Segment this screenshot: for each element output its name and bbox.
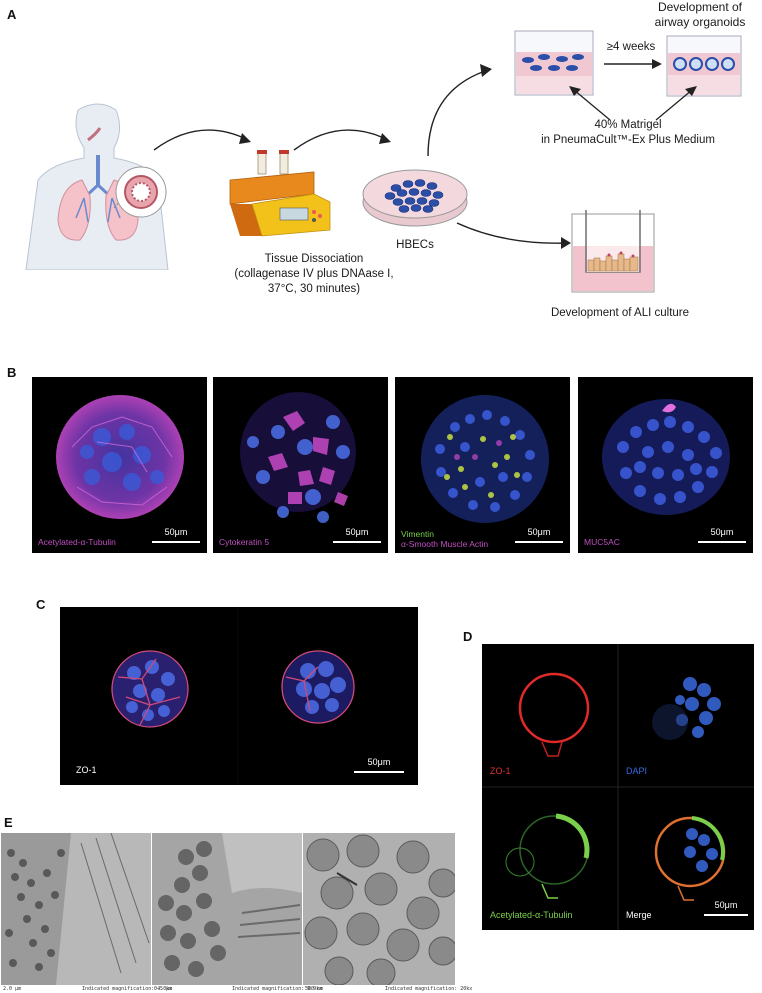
d-scale-label: 50μm	[714, 900, 738, 910]
panel-label-b: B	[7, 365, 17, 380]
e2-scale: 0.5 μm	[154, 986, 173, 992]
b4-scale-label: 50μm	[710, 527, 734, 537]
d-scale-bar	[704, 914, 748, 916]
b-acetylated-tubulin-image: Acetylated-α-Tubulin 50μm	[32, 377, 207, 553]
panel-label-a: A	[7, 7, 17, 22]
d-zo1-label: ZO-1	[490, 766, 511, 776]
d-confocal-grid: ZO-1 DAPI Acetylated-α-Tubulin Merge 50μ…	[482, 644, 754, 930]
b3-scale-bar	[515, 541, 563, 543]
e-tem-image-3	[303, 833, 455, 985]
c-stain-label: ZO-1	[76, 765, 97, 775]
b3-scale-label: 50μm	[527, 527, 551, 537]
b1-stain-label: Acetylated-α-Tubulin	[38, 537, 116, 547]
e2-magnification: Indicated magnification: 9.9kx	[232, 986, 323, 992]
b3-stain-label-2: α-Smooth Muscle Actin	[401, 539, 489, 549]
arrow-weeks	[602, 57, 664, 71]
b-muc5ac-image: MUC5AC 50μm	[578, 377, 753, 553]
b-vimentin-sma-image: Vimentin α-Smooth Muscle Actin 50μm	[395, 377, 570, 553]
tissue-dissociation-caption: Tissue Dissociation (collagenase IV plus…	[234, 253, 394, 295]
arrow-to-matrigel-well	[418, 60, 498, 160]
ali-caption: Development of ALI culture	[550, 307, 690, 319]
hbecs-caption: HBECs	[396, 239, 434, 251]
matrigel-well-illustration	[514, 30, 594, 96]
b4-scale-bar	[698, 541, 746, 543]
e1-scale: 2.0 μm	[3, 986, 22, 992]
d-dapi-label: DAPI	[626, 766, 648, 776]
d-merge-label: Merge	[626, 910, 652, 920]
arrow-to-hbecs	[290, 118, 400, 158]
weeks-caption: ≥4 weeks	[606, 41, 656, 53]
matrigel-caption: 40% Matrigel in PneumaCult™-Ex Plus Medi…	[541, 119, 715, 146]
e-tem-image-1	[1, 833, 151, 985]
c-zo1-image: ZO-1 50μm	[60, 607, 418, 785]
panel-label-d: D	[463, 629, 473, 644]
tissue-dissociator-illustration	[222, 150, 337, 240]
arrow-to-dissociation	[150, 118, 260, 158]
b1-scale-bar	[152, 541, 200, 543]
bronchus-cross-section-icon	[114, 165, 168, 219]
b2-stain-label: Cytokeratin 5	[219, 537, 270, 547]
c-scale-bar	[354, 771, 404, 773]
e1-magnification: Indicated magnification: 4.0kx	[82, 986, 173, 992]
b4-stain-label: MUC5AC	[584, 537, 620, 547]
matrigel-arrows	[560, 82, 710, 124]
panel-label-e: E	[4, 815, 13, 830]
b-cytokeratin5-image: Cytokeratin 5 50μm	[213, 377, 388, 553]
panel-label-c: C	[36, 597, 46, 612]
human-lungs-illustration	[18, 100, 178, 270]
c-scale-label: 50μm	[367, 757, 391, 767]
b1-scale-label: 50μm	[164, 527, 188, 537]
arrow-to-ali	[455, 215, 575, 255]
b2-scale-label: 50μm	[345, 527, 369, 537]
ali-transwell-illustration	[568, 208, 658, 294]
b3-stain-label-1: Vimentin	[401, 529, 434, 539]
d-tubulin-label: Acetylated-α-Tubulin	[490, 910, 573, 920]
organoid-well-illustration	[666, 35, 742, 97]
e3-scale: 500 nm	[305, 986, 324, 992]
airway-organoids-caption: Development of airway organoids	[654, 0, 746, 29]
petri-dish-hbecs-illustration	[360, 158, 470, 230]
e3-magnification: Indicated magnification: 20kx	[385, 986, 473, 992]
e-tem-image-2	[152, 833, 302, 985]
b2-scale-bar	[333, 541, 381, 543]
